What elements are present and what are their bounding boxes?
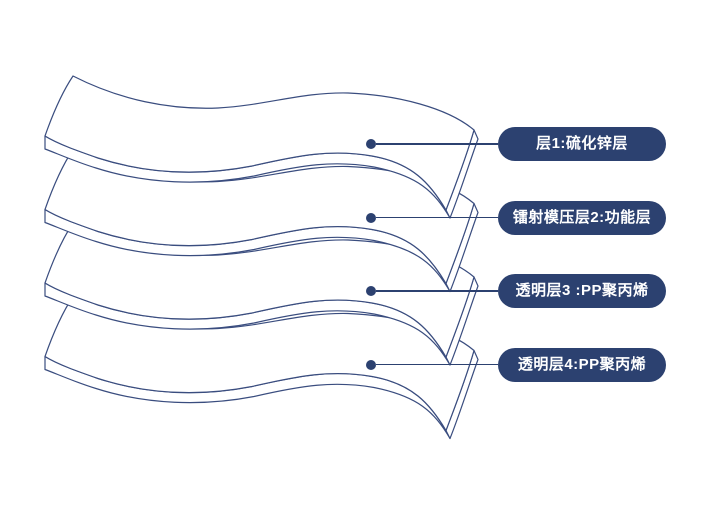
callout-layer-3: 透明层3 :PP聚丙烯 [366,274,666,308]
leader-line-1 [376,143,498,145]
callout-dot-4 [366,359,376,370]
callout-layer-4: 透明层4:PP聚丙烯 [366,347,666,382]
callout-pill-1: 层1:硫化锌层 [498,127,666,161]
callout-layer-2: 镭射模压层2:功能层 [366,200,666,235]
callout-dot-2 [366,212,376,223]
callout-layer-1: 层1:硫化锌层 [366,127,666,161]
leader-line-3 [376,290,498,292]
callout-pill-3: 透明层3 :PP聚丙烯 [498,274,666,308]
leader-line-4 [376,363,498,366]
leader-line-2 [376,216,498,219]
callout-pill-4: 透明层4:PP聚丙烯 [498,347,666,382]
callout-pill-2: 镭射模压层2:功能层 [498,200,666,235]
callout-dot-3 [366,286,376,296]
callout-dot-1 [366,139,376,149]
